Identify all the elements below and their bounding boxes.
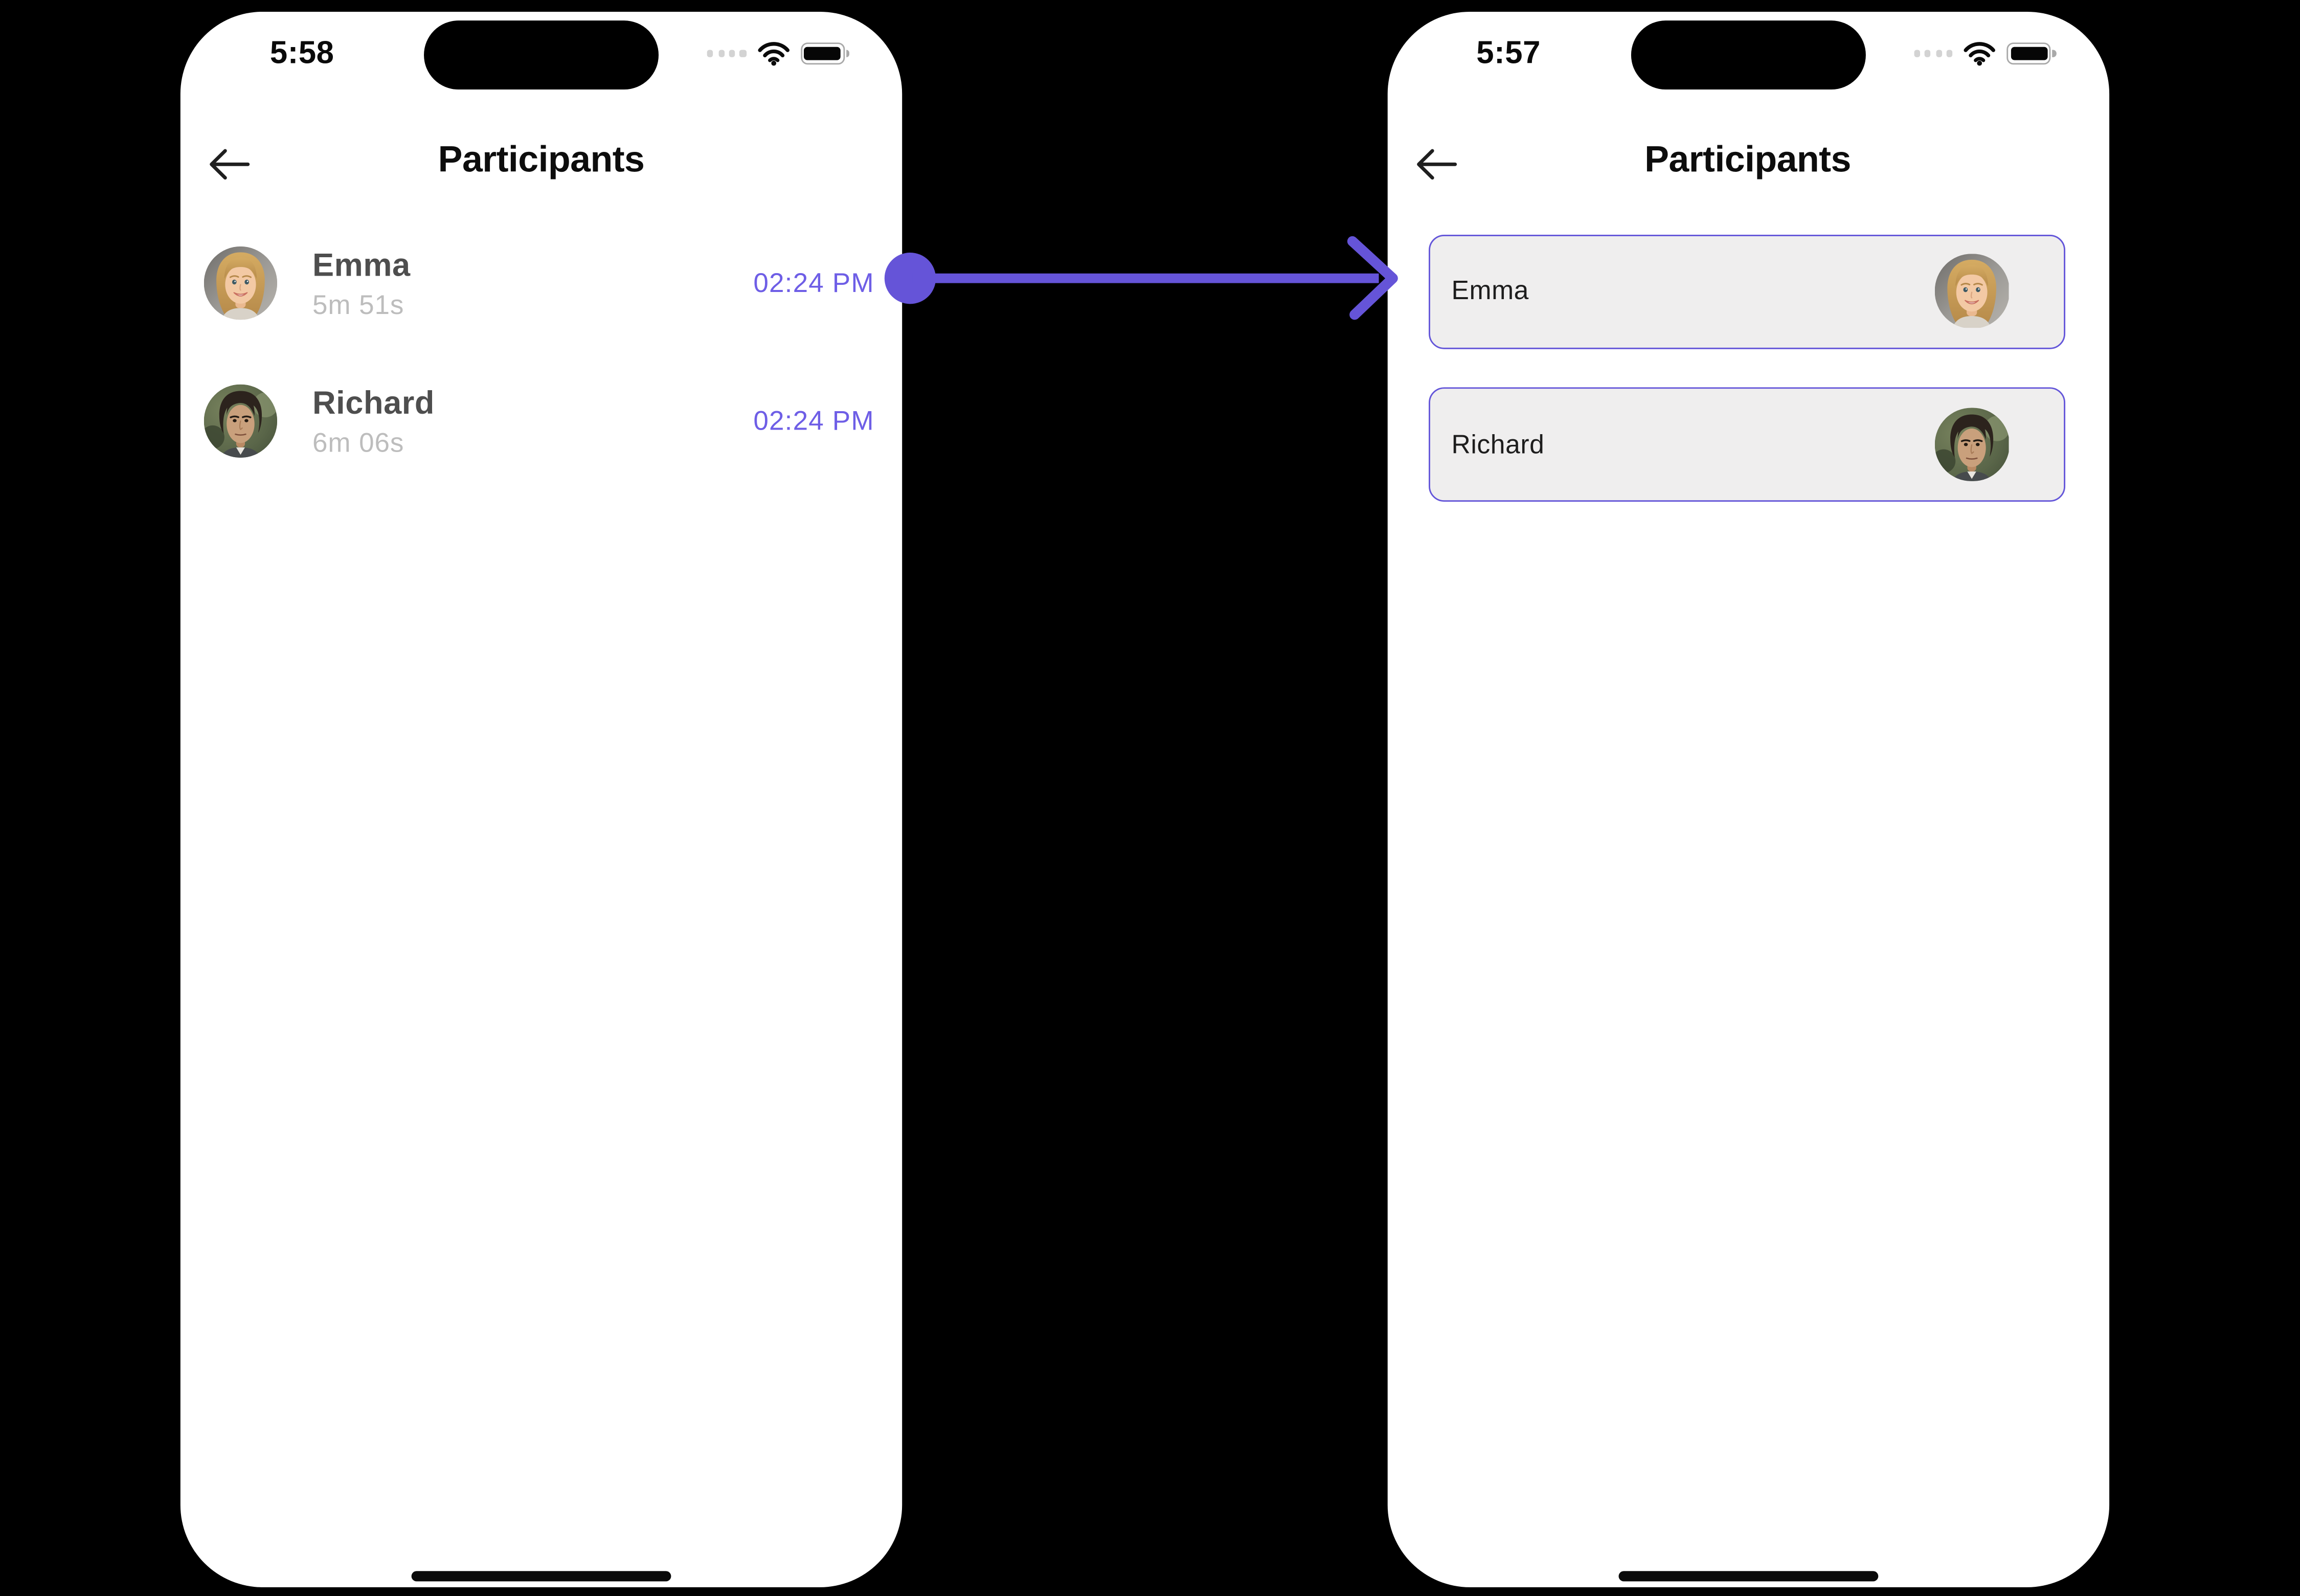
left-phone-screen: 5:58: [180, 11, 903, 1587]
wifi-icon: [1964, 42, 1996, 66]
status-time: 5:57: [1476, 35, 1541, 71]
nav-header: Participants: [1387, 135, 2108, 194]
participant-join-time: 02:24 PM: [753, 267, 874, 298]
battery-body: [800, 42, 845, 64]
nav-header: Participants: [181, 135, 902, 194]
participant-name: Emma: [1451, 276, 1529, 306]
participant-card[interactable]: Emma: [1428, 234, 2065, 349]
status-time: 5:58: [269, 35, 334, 71]
signal-dot: [718, 50, 725, 57]
dynamic-island: [1630, 20, 1865, 89]
page-title: Participants: [1644, 139, 1851, 181]
wifi-icon: [757, 42, 789, 66]
participant-info: Richard 6m 06s: [312, 384, 435, 458]
page-title: Participants: [438, 139, 645, 181]
battery-icon: [800, 42, 849, 64]
participant-duration: 5m 51s: [312, 288, 404, 319]
battery-icon: [2006, 42, 2056, 64]
participant-duration: 6m 06s: [312, 426, 404, 457]
avatar-emma: [1935, 255, 2009, 329]
participant-info: Emma 5m 51s: [312, 245, 411, 320]
arrow-head: [1347, 236, 1398, 320]
battery-fill: [804, 47, 841, 61]
signal-dot: [707, 50, 714, 57]
back-button[interactable]: [1409, 145, 1461, 186]
avatar-emma: [204, 246, 277, 320]
home-indicator[interactable]: [1618, 1571, 1878, 1582]
participant-name: Richard: [312, 384, 435, 420]
signal-dot: [1925, 50, 1931, 57]
cellular-signal-icon: [707, 50, 747, 57]
participant-card[interactable]: Richard: [1428, 387, 2065, 502]
signal-dot: [1913, 50, 1920, 57]
back-arrow-icon: [1416, 148, 1456, 179]
avatar-richard: [1935, 408, 2009, 482]
signal-dot: [729, 50, 735, 57]
battery-nub: [2052, 49, 2056, 58]
participant-row[interactable]: Richard 6m 06s 02:24 PM: [204, 384, 874, 458]
battery-fill: [2011, 47, 2047, 61]
participant-name: Emma: [312, 245, 411, 283]
cellular-signal-icon: [1913, 50, 1953, 57]
status-icons: [1913, 41, 2056, 66]
avatar-richard: [204, 385, 277, 458]
participant-name: Richard: [1451, 429, 1545, 459]
signal-dot: [739, 50, 747, 57]
home-indicator[interactable]: [411, 1571, 671, 1582]
status-icons: [707, 41, 849, 66]
back-button[interactable]: [202, 145, 255, 186]
right-phone-screen: 5:57: [1387, 11, 2109, 1587]
transition-arrow: [884, 236, 1398, 320]
signal-dot: [1935, 50, 1942, 57]
battery-nub: [846, 49, 849, 58]
dynamic-island: [424, 20, 659, 89]
participant-row[interactable]: Emma 5m 51s 02:24 PM: [204, 245, 874, 320]
participant-join-time: 02:24 PM: [753, 404, 874, 436]
battery-body: [2006, 42, 2051, 64]
signal-dot: [1946, 50, 1953, 57]
back-arrow-icon: [210, 148, 250, 179]
